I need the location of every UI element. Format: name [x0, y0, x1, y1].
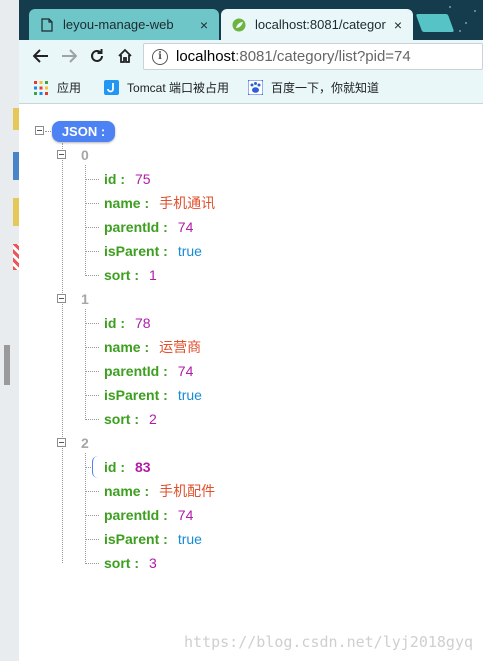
tab-title: leyou-manage-web [63, 17, 174, 32]
array-index: 0 [81, 147, 89, 163]
edge-mark [13, 152, 19, 180]
baidu-paw-icon [247, 80, 263, 96]
bookmark-baidu[interactable]: 百度一下，你就知道 [247, 79, 379, 96]
json-field-parentid: parentId : 74 [104, 219, 194, 235]
json-field-isparent: isParent : true [104, 387, 202, 403]
close-tab-icon[interactable]: × [393, 16, 403, 33]
json-field-parentid: parentId : 74 [104, 363, 194, 379]
json-value: 手机通讯 [159, 195, 216, 211]
json-value: 74 [177, 507, 194, 523]
json-field-id: id : 78 [104, 315, 151, 331]
new-tab-button[interactable] [415, 14, 455, 32]
json-field-isparent: isParent : true [104, 243, 202, 259]
json-root-label[interactable]: JSON : [52, 121, 115, 142]
json-value: 运营商 [159, 339, 202, 355]
json-value: 3 [149, 555, 157, 571]
edge-mark [13, 244, 19, 270]
hover-indicator [92, 456, 98, 478]
json-field-id: id : 83 [104, 459, 151, 475]
page-icon [39, 17, 55, 33]
collapse-toggle-item[interactable] [57, 150, 66, 159]
bookmark-label: Tomcat 端口被占用 [127, 81, 230, 95]
json-field-sort: sort : 2 [104, 411, 157, 427]
bookmark-tomcat[interactable]: Tomcat 端口被占用 [103, 79, 229, 96]
json-viewer: JSON : 0 id : 75 name : 手机通讯 parentId : … [19, 105, 483, 661]
json-value: 1 [149, 267, 157, 283]
json-field-name: name : 手机配件 [104, 483, 216, 499]
reload-icon[interactable] [83, 42, 111, 70]
home-icon[interactable] [111, 42, 139, 70]
edge-mark [13, 198, 19, 226]
spring-leaf-icon [231, 17, 247, 33]
bookmark-apps[interactable]: 应用 [33, 79, 81, 96]
array-index: 1 [81, 291, 89, 307]
json-value: 83 [135, 459, 151, 475]
json-value: 手机配件 [159, 483, 216, 499]
edge-scrollbar [4, 345, 10, 385]
tab-bar: leyou-manage-web × localhost:8081/catego… [19, 0, 483, 40]
forward-arrow-icon[interactable] [55, 42, 83, 70]
json-field-sort: sort : 3 [104, 555, 157, 571]
collapse-toggle-root[interactable] [35, 126, 44, 135]
close-tab-icon[interactable]: × [199, 16, 209, 33]
collapse-toggle-item[interactable] [57, 294, 66, 303]
edge-mark [13, 108, 19, 130]
page-content: JSON : 0 id : 75 name : 手机通讯 parentId : … [19, 105, 483, 661]
site-info-icon[interactable]: i [152, 48, 168, 65]
tab-title: localhost:8081/categor [255, 17, 386, 32]
json-value: 2 [149, 411, 157, 427]
apps-grid-icon [33, 80, 49, 96]
browser-toolbar: i localhost:8081/category/list?pid=74 [19, 40, 483, 72]
bookmark-label: 百度一下，你就知道 [271, 81, 380, 95]
json-field-id: id : 75 [104, 171, 151, 187]
json-value: true [177, 531, 202, 547]
json-field-name: name : 手机通讯 [104, 195, 216, 211]
json-value: 78 [135, 315, 151, 331]
bookmarks-bar: 应用 Tomcat 端口被占用 百度一下，你就知道 [19, 72, 483, 104]
tomcat-j-icon [103, 80, 119, 96]
json-value: true [177, 243, 202, 259]
json-value: true [177, 387, 202, 403]
collapse-toggle-item[interactable] [57, 438, 66, 447]
tab-localhost-category[interactable]: localhost:8081/categor × [221, 9, 413, 40]
url-text: localhost:8081/category/list?pid=74 [176, 48, 411, 65]
json-value: 75 [135, 171, 151, 187]
watermark: https://blog.csdn.net/lyj2018gyq [184, 633, 473, 651]
background-window-edge [0, 0, 19, 661]
json-field-sort: sort : 1 [104, 267, 157, 283]
json-value: 74 [177, 219, 194, 235]
back-arrow-icon[interactable] [27, 42, 55, 70]
address-bar[interactable]: i localhost:8081/category/list?pid=74 [143, 43, 483, 70]
array-index: 2 [81, 435, 89, 451]
tab-leyou-manage-web[interactable]: leyou-manage-web × [29, 9, 219, 40]
json-field-name: name : 运营商 [104, 339, 202, 355]
bookmark-label: 应用 [57, 81, 82, 95]
json-field-isparent: isParent : true [104, 531, 202, 547]
json-field-parentid: parentId : 74 [104, 507, 194, 523]
json-value: 74 [177, 363, 194, 379]
